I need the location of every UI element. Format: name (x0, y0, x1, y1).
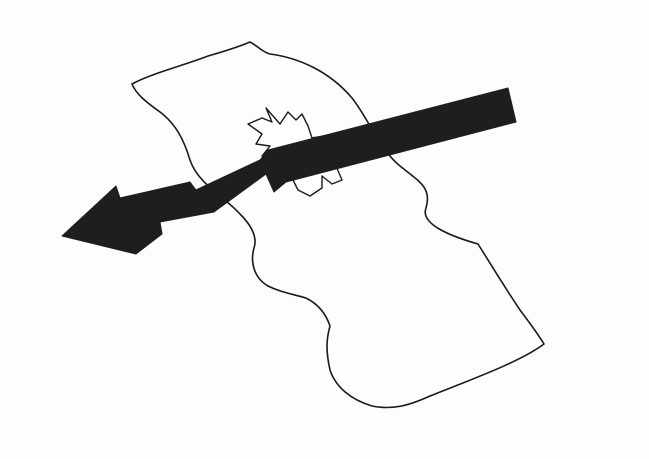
diagram-svg (0, 0, 649, 459)
diagram-canvas (0, 0, 649, 459)
